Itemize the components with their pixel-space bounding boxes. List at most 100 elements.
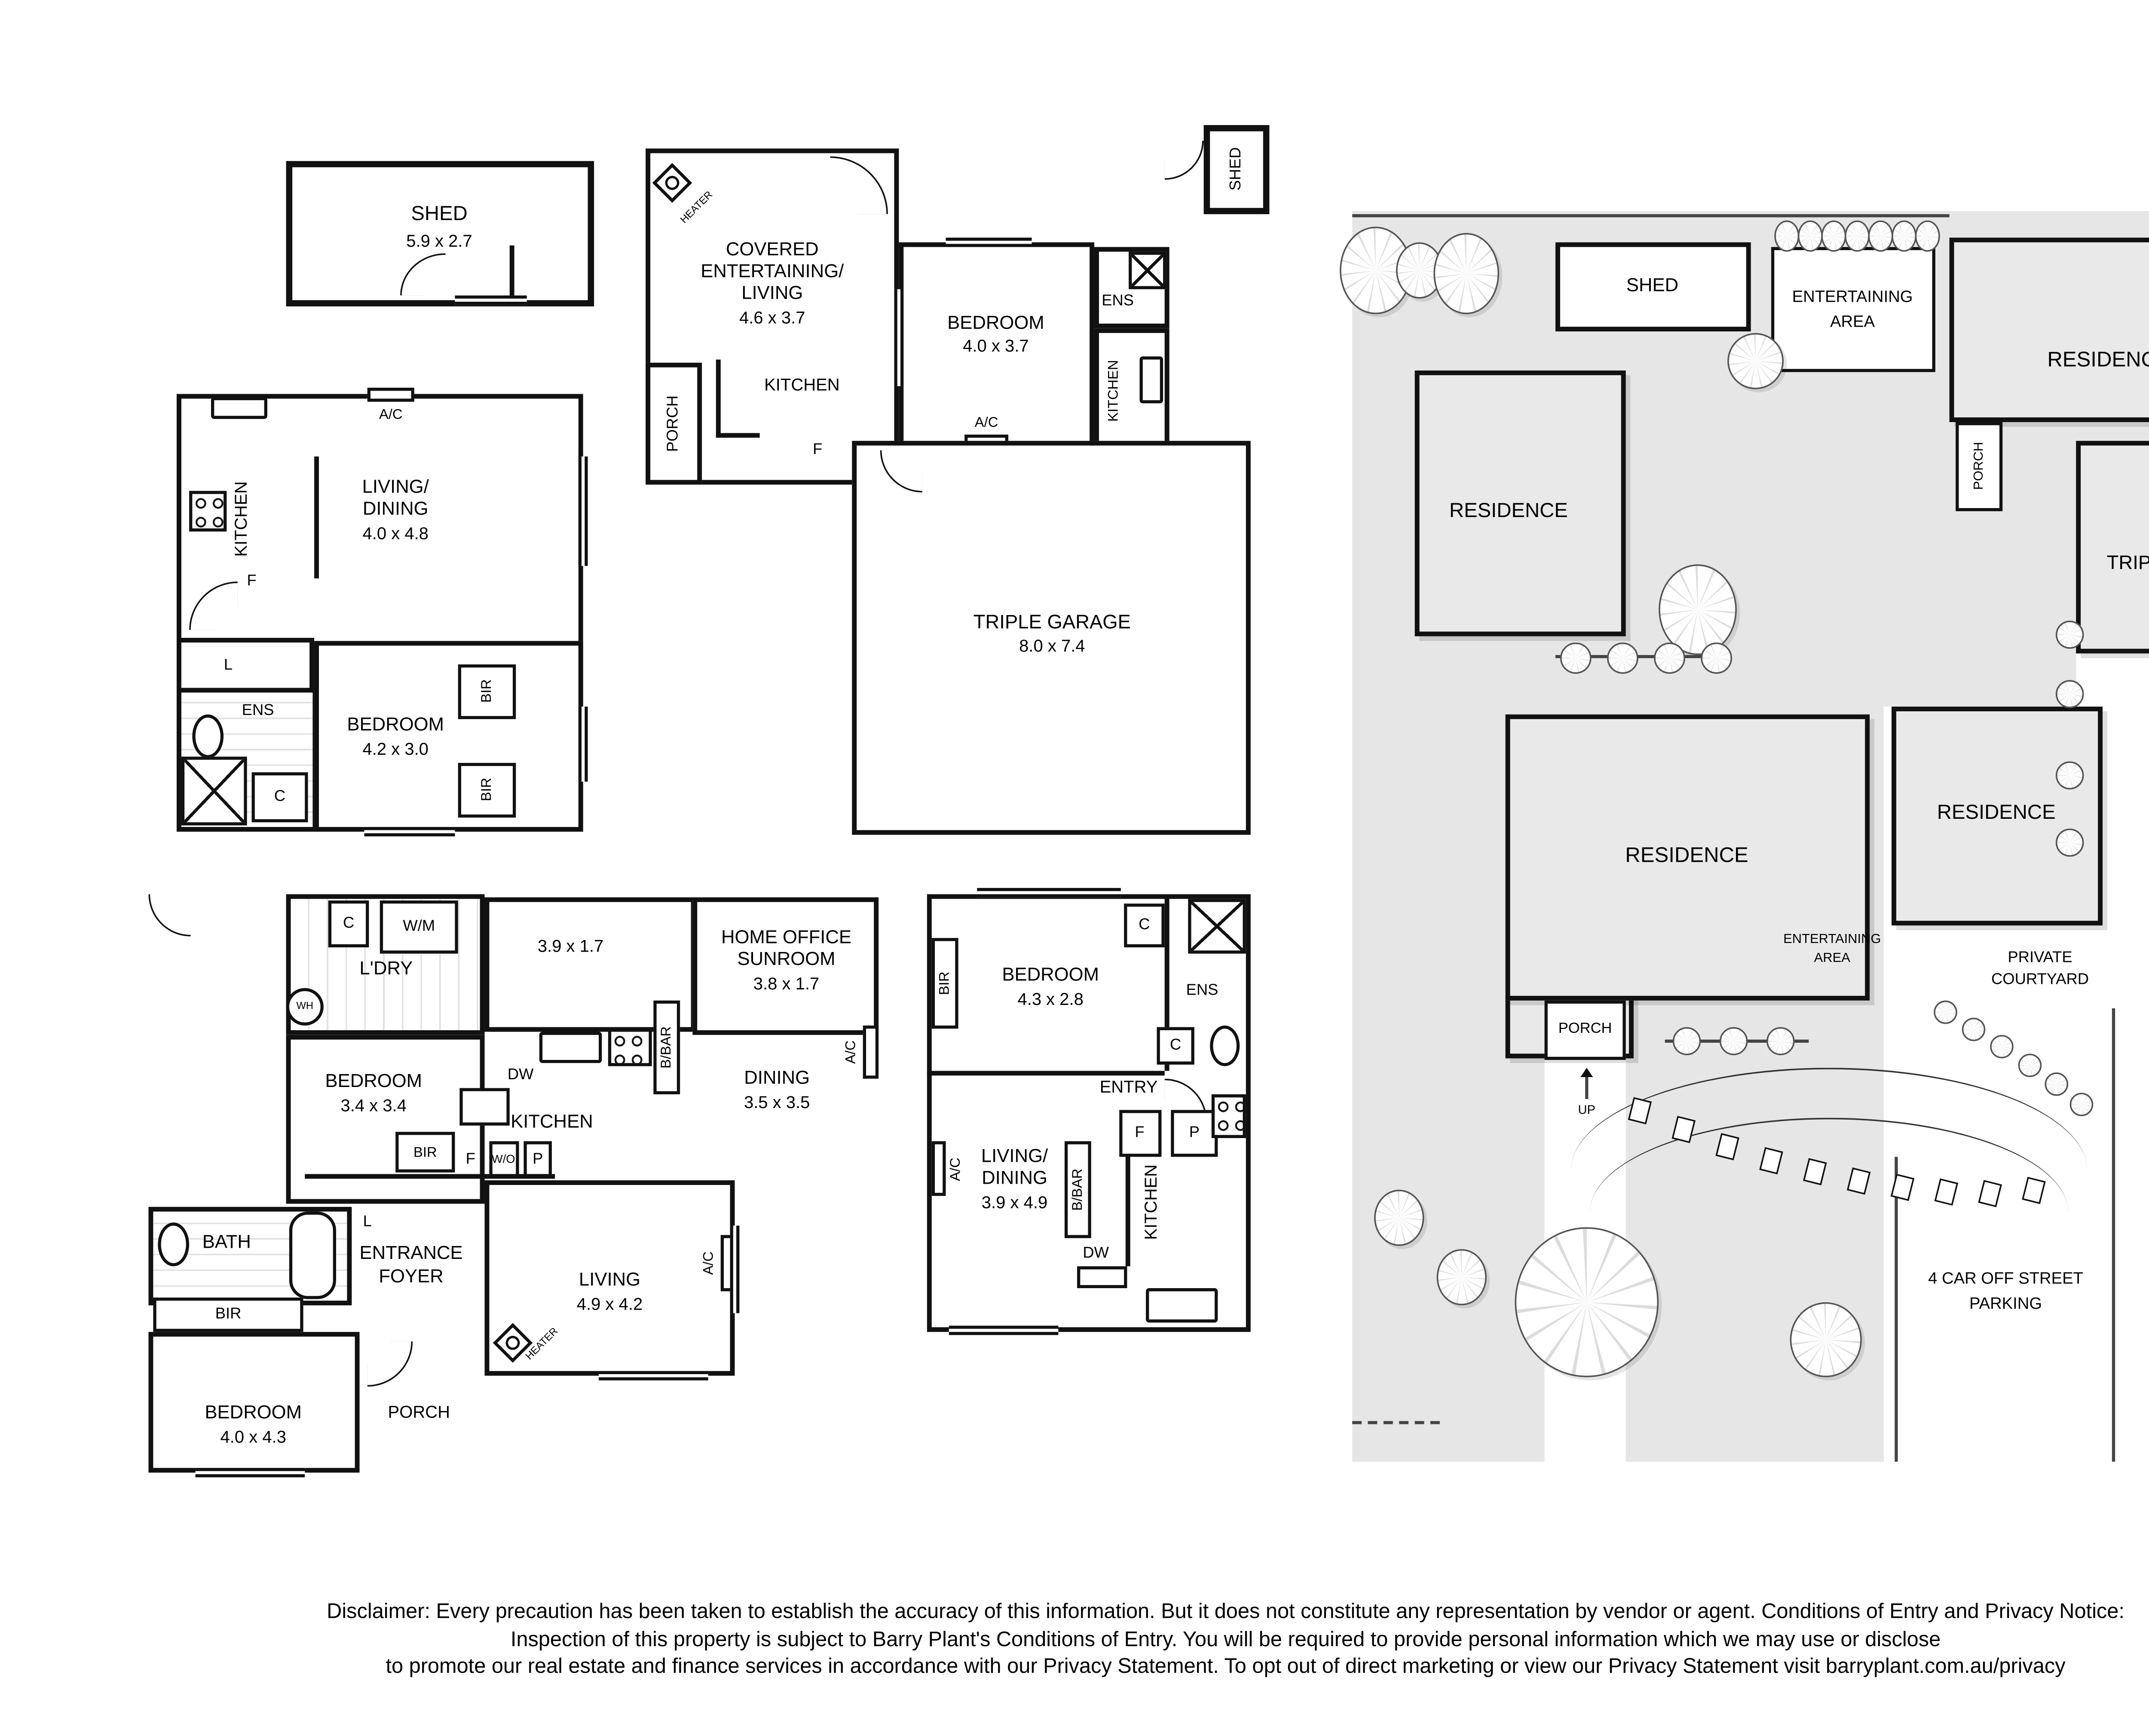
room-dims: 5.9 x 2.7 <box>406 233 472 252</box>
disclaimer-line: Disclaimer: Every precaution has been ta… <box>327 1599 2125 1623</box>
closet <box>1124 903 1165 948</box>
built-in-robe <box>458 664 516 720</box>
fridge-label: F <box>465 1151 475 1169</box>
residence-label: RESIDENCE <box>2047 348 2149 371</box>
ens-label: ENS <box>1102 293 1134 310</box>
bir-label: BIR <box>215 1306 242 1323</box>
tree-icon <box>1436 1249 1487 1306</box>
covered-living-outline <box>646 148 899 485</box>
bir-label: BIR <box>478 679 494 703</box>
residence-label: RESIDENCE <box>1937 800 2056 824</box>
room-label: SHED <box>411 201 468 225</box>
tree-icon <box>1374 1189 1424 1246</box>
kitchen-label: KITCHEN <box>233 481 252 557</box>
room-dims: 3.9 x 1.7 <box>537 937 604 957</box>
laundry-nook <box>177 637 315 694</box>
closet <box>328 900 369 948</box>
room-label: LIVING/ <box>981 1145 1048 1167</box>
closet <box>251 772 308 823</box>
home-office-outline <box>692 897 879 1035</box>
laundry-label: L <box>223 657 233 675</box>
foyer-label: ENTRANCE <box>359 1241 463 1264</box>
shrub-icon <box>1719 1027 1748 1056</box>
linen-label: L <box>363 1213 372 1231</box>
kitchen-label: KITCHEN <box>1142 1164 1161 1240</box>
hedge-line <box>1555 655 1731 658</box>
shrub-icon <box>1560 642 1592 674</box>
path-curve <box>1590 1118 2069 1307</box>
kitchen-label: KITCHEN <box>1105 360 1121 422</box>
bbar-label: B/BAR <box>658 1026 674 1069</box>
room-dims: 4.6 x 3.7 <box>739 309 805 328</box>
up-label: UP <box>1578 1103 1595 1117</box>
path-curve <box>1571 1068 2087 1272</box>
ac-label: A/C <box>379 406 403 422</box>
window <box>578 707 588 782</box>
residence-mid <box>1505 714 1870 1001</box>
wall <box>1164 894 1169 1071</box>
site-garage <box>2076 441 2149 654</box>
room-label: HOME OFFICE <box>721 926 852 948</box>
room-label: DINING <box>362 497 429 520</box>
wall <box>716 433 760 438</box>
tree-icon <box>1515 1227 1659 1378</box>
room-dims: 3.4 x 3.4 <box>340 1097 407 1116</box>
site-porch-2 <box>1544 1000 1626 1060</box>
built-in-robe <box>153 1297 303 1332</box>
bath-label: BATH <box>202 1231 251 1253</box>
shrub-icon <box>2018 1053 2042 1078</box>
parking-line <box>1895 1157 1897 1462</box>
residence-top <box>1949 237 2149 423</box>
window <box>894 289 904 386</box>
porch-label: PORCH <box>388 1403 450 1423</box>
ac-unit <box>367 388 414 402</box>
window <box>455 295 527 305</box>
room-label: COVERED <box>726 238 819 260</box>
bedroom2-outline <box>148 1332 360 1473</box>
shed-outline <box>286 161 594 306</box>
kitchen-label: KITCHEN <box>764 376 840 395</box>
breakfast-bar <box>1064 1141 1091 1238</box>
sink <box>1139 356 1163 404</box>
bir-label: BIR <box>478 778 494 802</box>
boundary-dashed <box>1352 1421 1440 1424</box>
shrub-icon <box>1934 1000 1957 1024</box>
window <box>364 827 455 836</box>
wall <box>927 1071 1165 1076</box>
dw-label: DW <box>1083 1245 1109 1262</box>
plan-unit-c: C W/M L'DRY WH 3.9 x 1.7 HOME OFFICE SUN… <box>148 894 883 1478</box>
entertaining-label: AREA <box>1830 312 1875 332</box>
room-label: LIVING <box>579 1268 641 1290</box>
driveway-line <box>2112 1008 2115 1462</box>
shrub-icon <box>1766 1027 1795 1056</box>
closet <box>1157 1027 1194 1065</box>
pantry <box>1171 1110 1218 1157</box>
tree-icon <box>1790 1302 1862 1378</box>
room-label: SUNROOM <box>737 948 836 970</box>
site-shed-label: SHED <box>1626 274 1679 296</box>
wo-label: W/O <box>491 1151 515 1166</box>
fridge-space <box>1119 1110 1162 1157</box>
shrub-icon <box>1797 220 1823 252</box>
shrub-icon <box>2055 680 2084 708</box>
closet-label: C <box>1170 1037 1182 1054</box>
ac-label: A/C <box>974 414 998 430</box>
shrub-icon <box>1701 642 1733 674</box>
shrub-icon <box>1821 220 1846 252</box>
water-heater <box>286 988 324 1026</box>
toilet <box>1210 1026 1240 1066</box>
entertaining-label: AREA <box>1814 949 1850 965</box>
room-label: LIVING <box>741 282 803 304</box>
sink <box>1146 1288 1218 1323</box>
bbar-label: B/BAR <box>1069 1168 1085 1211</box>
closet-label: C <box>274 788 286 806</box>
room-dims: 4.9 x 4.2 <box>576 1295 643 1315</box>
room-dims: 4.0 x 3.7 <box>963 337 1029 356</box>
tree-icon <box>1433 233 1500 315</box>
window <box>730 1225 740 1313</box>
boundary-line <box>1352 214 1950 217</box>
shrub-icon <box>2055 761 2084 790</box>
room-dims: 4.0 x 4.8 <box>362 525 429 544</box>
site-plan: SHED ENTERTAINING AREA SHED RESIDENCE PO… <box>1340 211 2149 1462</box>
disclaimer: Disclaimer: Every precaution has been ta… <box>0 1598 2149 1681</box>
